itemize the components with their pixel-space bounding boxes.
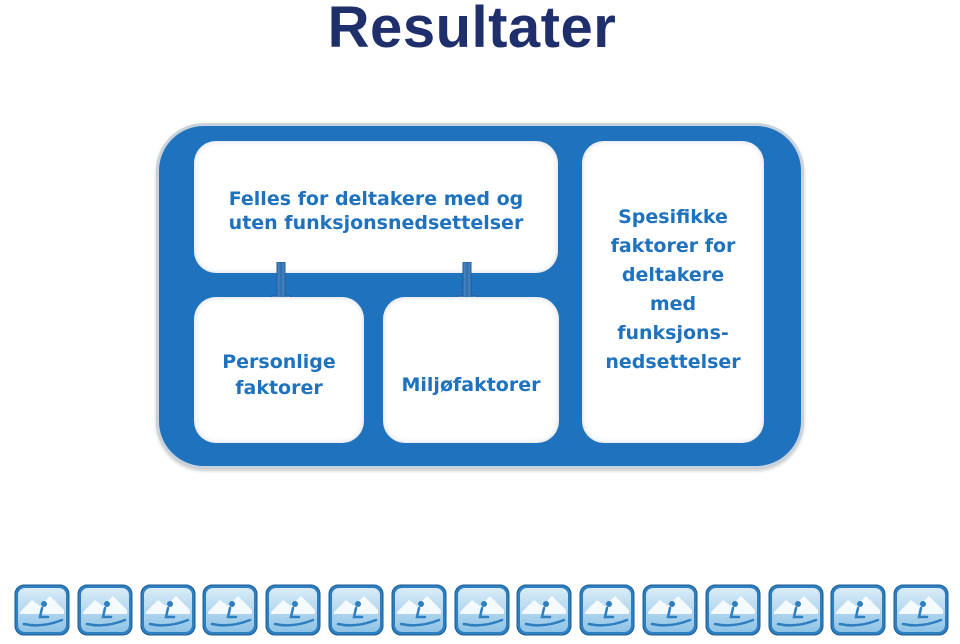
personal-factors-box: Personlige faktorer — [194, 297, 364, 443]
wheelchair-skier-icon — [642, 584, 698, 636]
wheelchair-skier-icon — [202, 584, 258, 636]
wheelchair-skier-icon — [768, 584, 824, 636]
wheelchair-skier-icon — [705, 584, 761, 636]
wheelchair-skier-icon — [893, 584, 949, 636]
wheelchair-skier-icon — [265, 584, 321, 636]
specific-factors-box: Spesifikke faktorer for deltakere med fu… — [582, 141, 764, 443]
wheelchair-skier-icon — [516, 584, 572, 636]
common-factors-box: Felles for deltakere med og uten funksjo… — [194, 141, 558, 273]
footer-icon-strip — [14, 584, 954, 638]
wheelchair-skier-icon — [328, 584, 384, 636]
wheelchair-skier-icon — [14, 584, 70, 636]
wheelchair-skier-icon — [579, 584, 635, 636]
page-title: Resultater — [327, 0, 617, 60]
wheelchair-skier-icon — [454, 584, 510, 636]
wheelchair-skier-icon — [140, 584, 196, 636]
wheelchair-skier-icon — [391, 584, 447, 636]
wheelchair-skier-icon — [830, 584, 886, 636]
environmental-factors-box: Miljøfaktorer — [383, 297, 559, 443]
wheelchair-skier-icon — [77, 584, 133, 636]
